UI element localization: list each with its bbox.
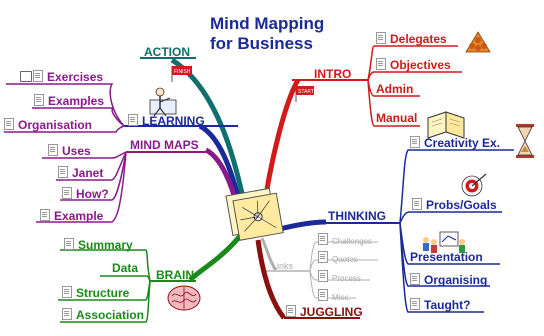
finish-flag-icon: FINISH (171, 66, 192, 82)
branch-label-brain: BRAIN (156, 268, 194, 282)
links-item-process: Process (318, 270, 361, 283)
mind-maps-item-uses: Uses (48, 144, 91, 157)
start-flag-icon: START (295, 86, 314, 102)
people-group-icon (465, 31, 491, 53)
brain-item-summary: Summary (64, 238, 133, 251)
learning-item-exercises: Exercises (20, 70, 103, 83)
thinking-item-taught: Taught? (410, 298, 470, 311)
links-item-quotes: Quotes (318, 251, 358, 264)
presentation-icon (423, 231, 465, 253)
branch-label-mind-maps: MIND MAPS (130, 138, 199, 152)
intro-item-objectives: Objectives (376, 58, 451, 71)
title-line-1: Mind Mapping (210, 14, 325, 33)
branch-label-links: Links (272, 261, 294, 271)
svg-text:FINISH: FINISH (174, 69, 191, 75)
brain-icon (167, 285, 201, 311)
brain-item-structure: Structure (62, 286, 129, 299)
intro-item-delegates: Delegates (376, 32, 447, 45)
branch-label-thinking: THINKING (328, 209, 386, 223)
learning-item-organisation: Organisation (4, 118, 92, 131)
branch-juggling (255, 239, 287, 320)
open-book-icon (427, 111, 465, 139)
links-item-misc: Misc. (318, 289, 351, 302)
branch-label-juggling: JUGGLING (286, 305, 363, 318)
runner-figure-icon (149, 87, 177, 117)
intro-item-admin: Admin (376, 82, 414, 96)
branch-links (260, 237, 278, 271)
svg-text:START: START (298, 89, 314, 95)
hourglass-icon (516, 124, 534, 158)
mind-maps-item-how: How? (62, 187, 109, 200)
branch-label-action: ACTION (144, 45, 190, 59)
learning-item-examples: Examples (34, 94, 104, 107)
branch-label-learning: LEARNING (128, 114, 205, 127)
brain-item-data: Data (112, 261, 139, 275)
branch-label-intro: INTRO (314, 67, 352, 81)
target-icon (461, 173, 487, 197)
center-image (225, 187, 284, 241)
links-item-challenges: Challenges (318, 233, 372, 246)
brain-item-association: Association (62, 308, 144, 321)
thinking-item-probs-goals: Probs/Goals (412, 198, 497, 211)
title-line-2: for Business (210, 34, 313, 53)
intro-item-manual: Manual (376, 111, 418, 125)
thinking-item-presentation: Presentation (410, 250, 483, 264)
mind-maps-item-janet: Janet (58, 166, 103, 179)
branch-brain (188, 234, 242, 282)
mind-maps-item-example: Example (40, 209, 103, 222)
book-icon (20, 71, 32, 82)
thinking-item-creativity: Creativity Ex. (410, 136, 500, 149)
thinking-item-organising: Organising (410, 273, 487, 286)
